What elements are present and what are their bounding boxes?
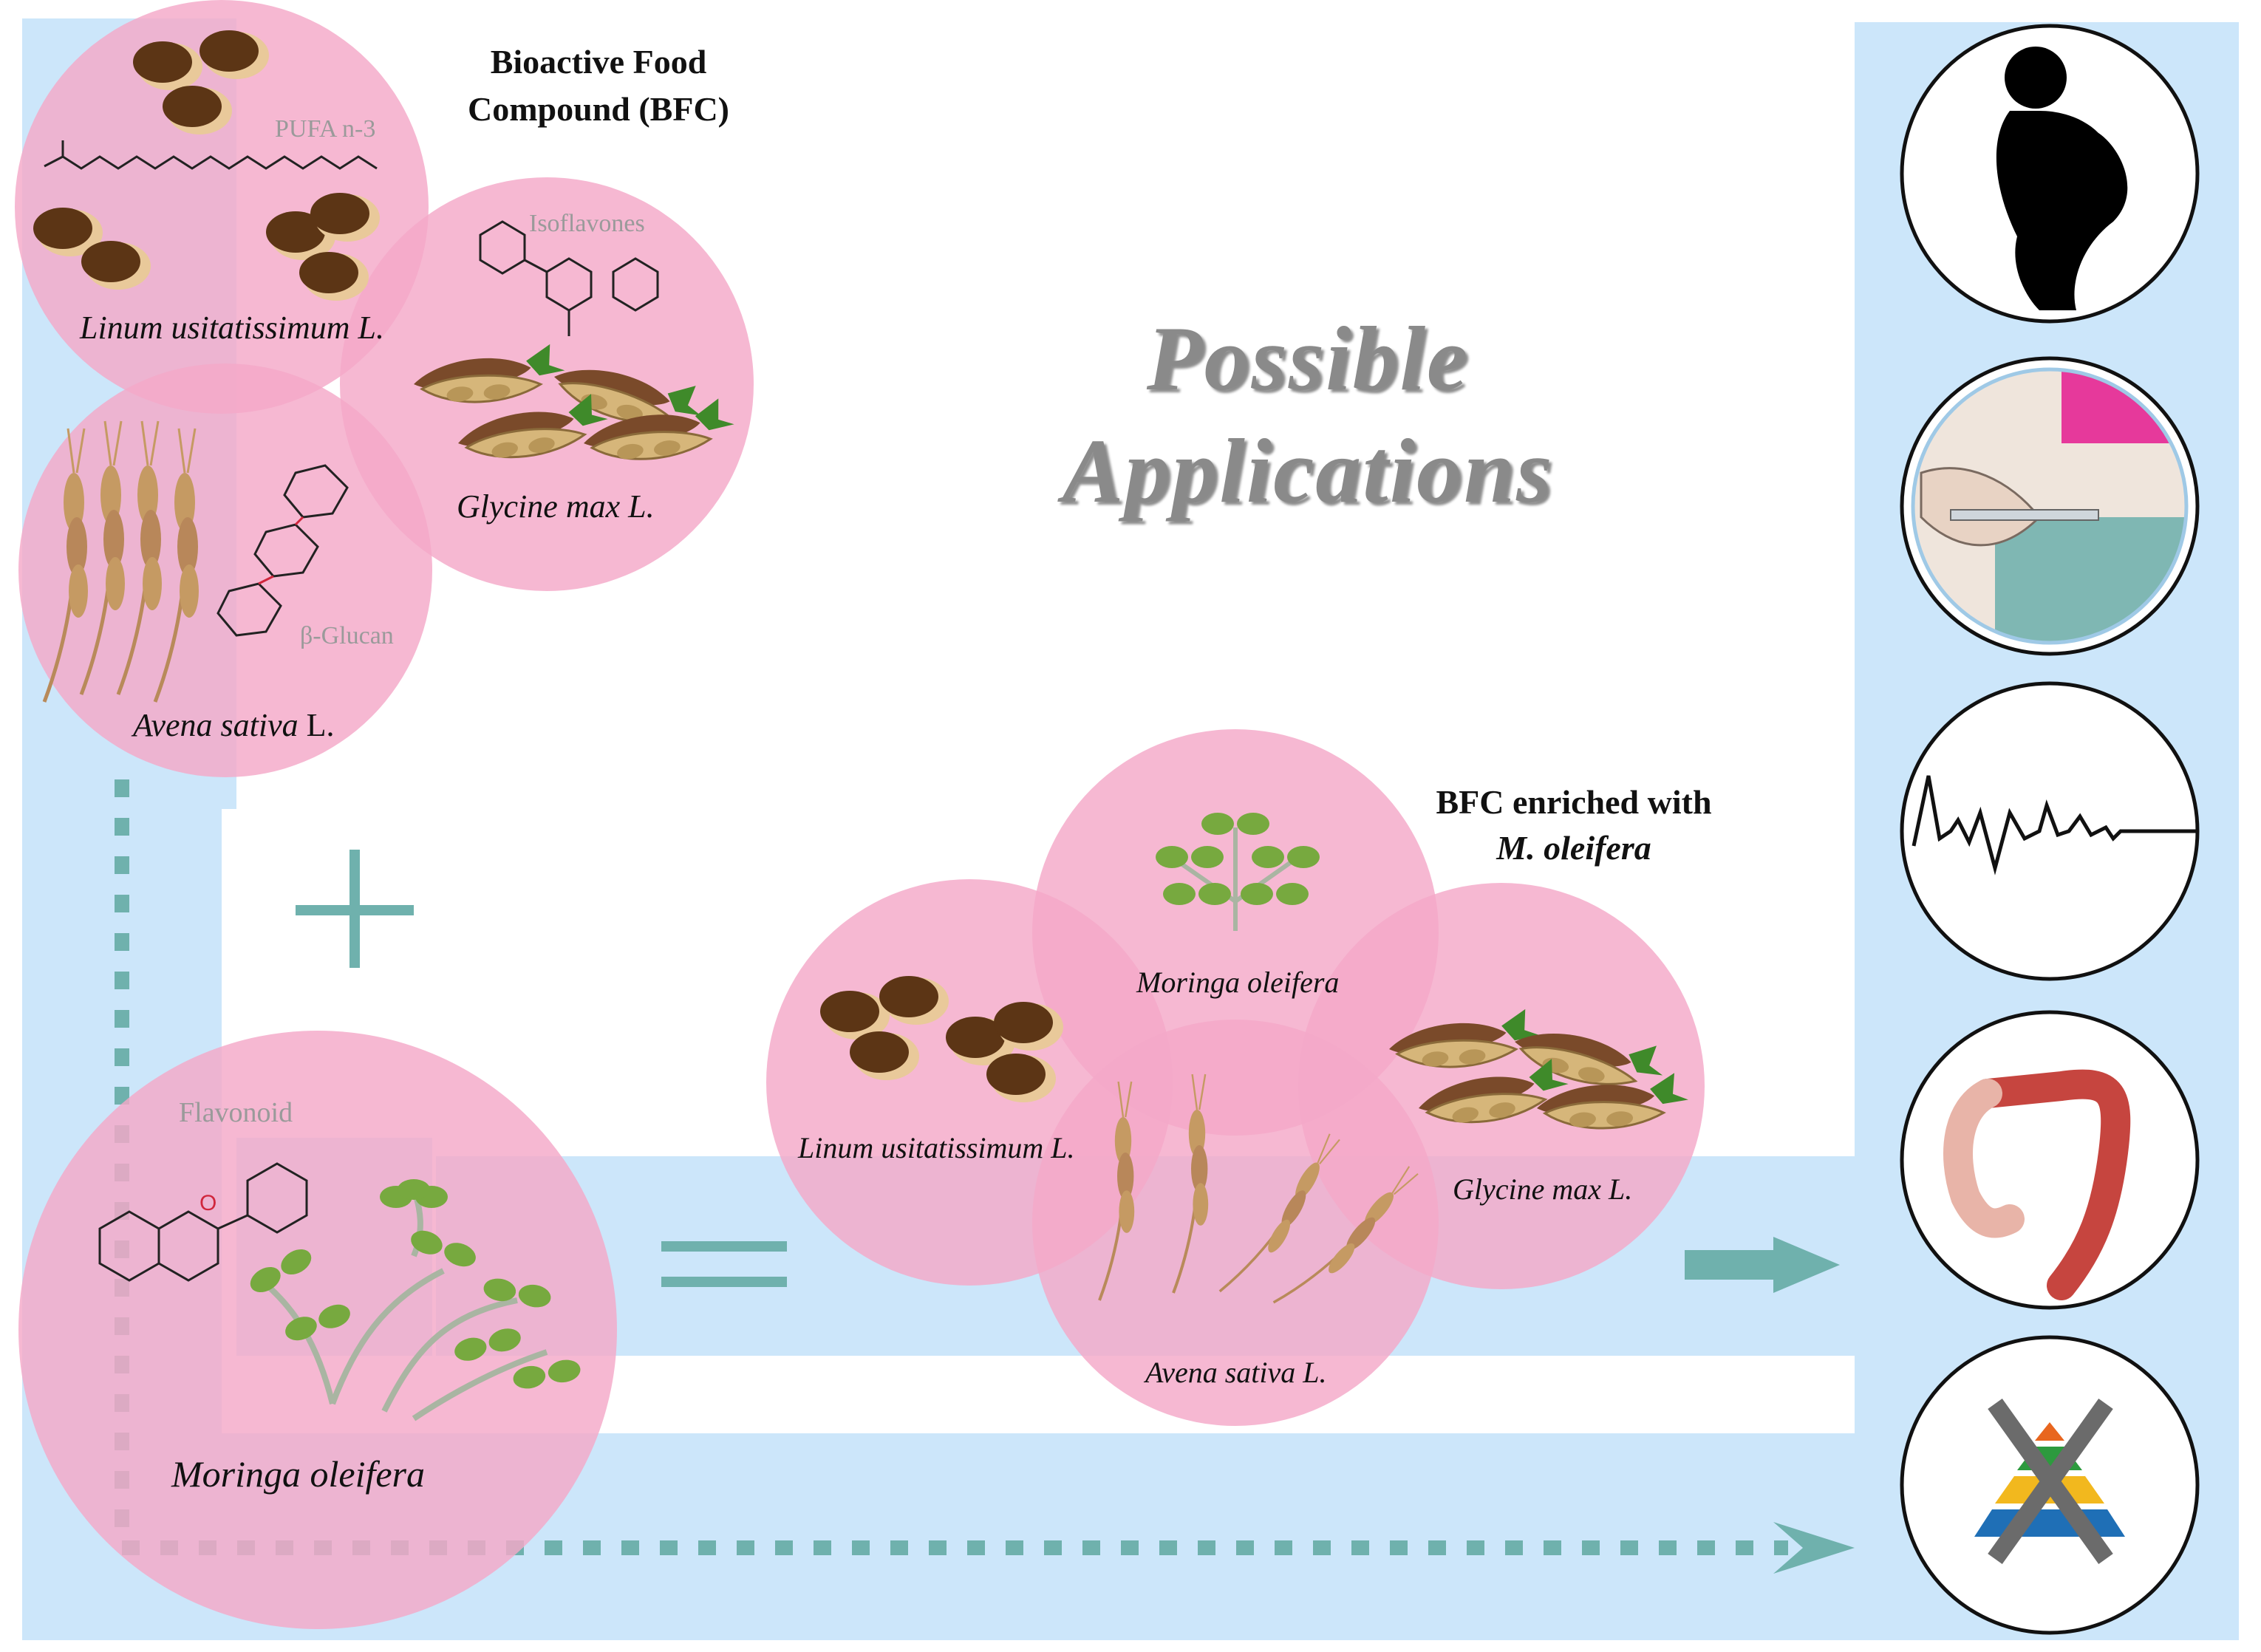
avena-label-suffix: L. xyxy=(298,707,335,743)
ecg-waveform-icon xyxy=(1912,775,2198,876)
right-moringa-leaves-icon xyxy=(1156,813,1320,931)
right-avena-circle xyxy=(1032,1020,1439,1426)
glycine-circle xyxy=(340,177,754,591)
flavonoid-oxygen-label: O xyxy=(200,1191,216,1215)
bfc-enriched-line2: M. oleifera xyxy=(1496,829,1651,867)
application-obesity xyxy=(1900,24,2200,324)
moringa-leaves-icon xyxy=(245,1179,582,1421)
right-avena-label: Avena sativa L. xyxy=(1145,1356,1327,1389)
beta-glucan-label: β-Glucan xyxy=(300,622,394,649)
possible-applications-heading: Possible Applications xyxy=(975,303,1640,528)
dashed-arrow-head xyxy=(1773,1522,1855,1574)
application-diabetes xyxy=(1900,356,2200,656)
avena-label-italic: Avena sativa xyxy=(133,707,299,743)
isoflavone-structure-icon xyxy=(479,220,659,336)
right-moringa-label: Moringa oleifera xyxy=(1136,966,1340,999)
bfc-enriched-title: BFC enriched with M. oleifera xyxy=(1389,779,1759,871)
isoflavones-label: Isoflavones xyxy=(529,210,645,237)
colon-icon xyxy=(1943,1069,2131,1300)
bfc-title-line1: Bioactive Food xyxy=(490,43,707,81)
equals-sign xyxy=(661,1241,787,1287)
pufa-structure-icon xyxy=(44,155,378,170)
linum-label: Linum usitatissimum L. xyxy=(80,310,384,346)
moringa-circle xyxy=(18,1031,617,1629)
solid-arrow xyxy=(1685,1237,1840,1293)
flavonoid-structure-icon xyxy=(98,1162,308,1282)
right-linum-label: Linum usitatissimum L. xyxy=(798,1131,1075,1164)
application-food-pyramid xyxy=(1900,1335,2200,1635)
application-gut-health xyxy=(1900,1010,2200,1310)
flavonoid-label: Flavonoid xyxy=(179,1097,293,1128)
bfc-enriched-line1: BFC enriched with xyxy=(1436,783,1712,821)
obesity-silhouette-icon xyxy=(1996,47,2128,310)
avena-label: Avena sativa L. xyxy=(133,706,335,744)
linum-circle xyxy=(15,0,429,414)
glycine-label: Glycine max L. xyxy=(457,488,655,525)
beta-glucan-structure-icon xyxy=(216,464,349,637)
bfc-title: Bioactive Food Compound (BFC) xyxy=(436,38,761,133)
pufa-label: PUFA n-3 xyxy=(275,115,376,143)
heading-line2: Applications xyxy=(1062,420,1554,522)
food-pyramid-crossed-icon xyxy=(1974,1399,2125,1564)
application-cardiovascular xyxy=(1900,681,2200,981)
avena-circle xyxy=(18,363,432,777)
insulin-injection-icon xyxy=(1911,367,2189,645)
moringa-label: Moringa oleifera xyxy=(171,1453,426,1495)
heading-line1: Possible xyxy=(1146,308,1470,409)
right-glycine-label: Glycine max L. xyxy=(1453,1173,1633,1206)
bfc-title-line2: Compound (BFC) xyxy=(467,90,729,128)
plus-sign xyxy=(296,850,414,968)
